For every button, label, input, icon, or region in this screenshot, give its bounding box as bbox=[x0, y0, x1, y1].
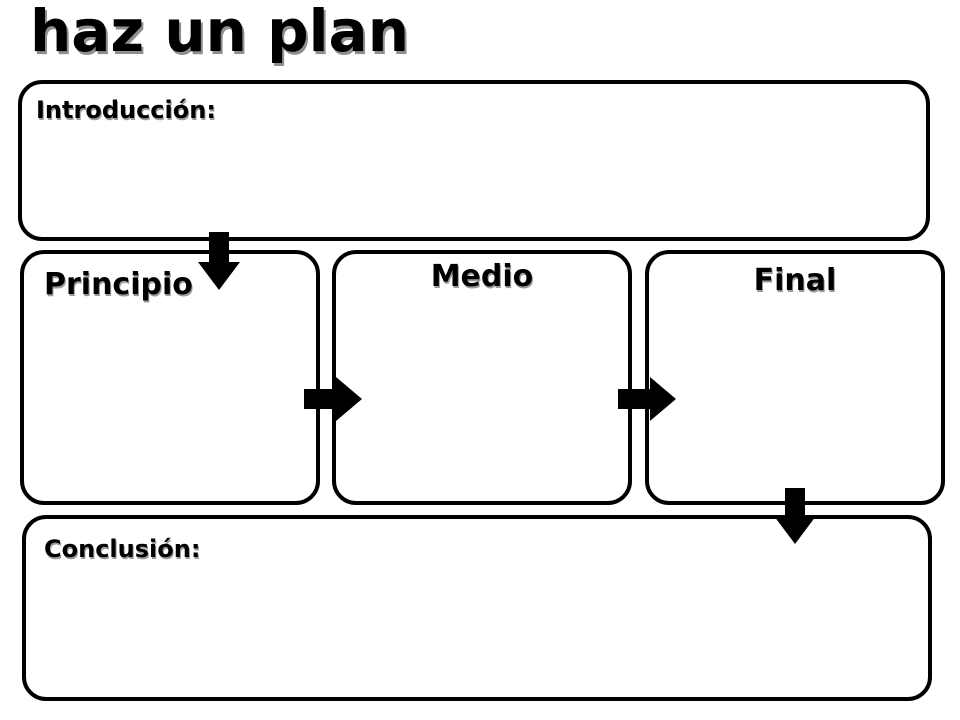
principio-label: Principio bbox=[44, 267, 193, 302]
medio-box[interactable]: Medio bbox=[332, 250, 632, 505]
final-label: Final bbox=[753, 263, 837, 298]
medio-label: Medio bbox=[430, 259, 534, 294]
arrow-right-principio-to-medio-icon bbox=[304, 377, 362, 421]
final-box[interactable]: Final bbox=[645, 250, 945, 505]
arrow-right-medio-to-final-icon bbox=[618, 377, 676, 421]
conclusion-label: Conclusión: bbox=[44, 535, 201, 563]
principio-box[interactable]: Principio bbox=[20, 250, 320, 505]
arrow-down-intro-to-principio-icon bbox=[198, 232, 240, 290]
page-title: haz un plan bbox=[30, 0, 409, 65]
conclusion-box[interactable]: Conclusión: bbox=[22, 515, 932, 701]
arrow-down-final-to-conclusion-icon bbox=[774, 488, 816, 544]
introduccion-label: Introducción: bbox=[36, 96, 216, 124]
introduccion-box[interactable]: Introducción: bbox=[18, 80, 930, 241]
